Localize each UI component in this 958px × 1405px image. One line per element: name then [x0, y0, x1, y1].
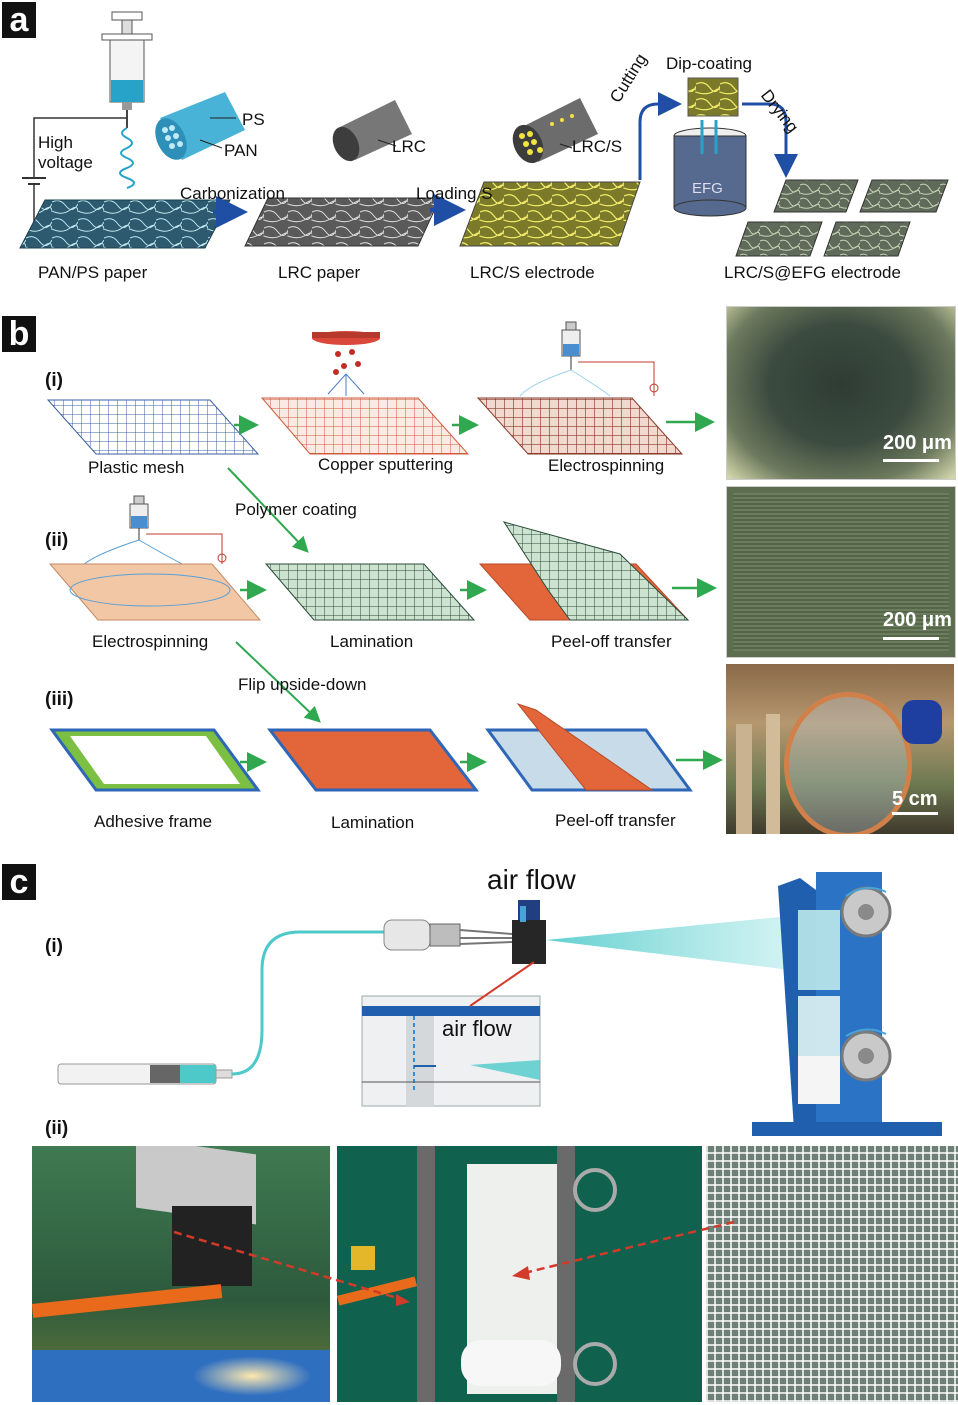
roller-collector [752, 872, 942, 1136]
lrc-label: LRC [392, 137, 427, 156]
panel-c-diagram [57, 872, 942, 1136]
syringe-icon [101, 11, 153, 128]
lrcs-bundle-icon [512, 98, 598, 164]
copper-mesh [260, 397, 470, 455]
polymer-coating-label: Polymer coating [235, 500, 357, 519]
panel-b-diagram [46, 321, 723, 792]
feed-syringe-icon [57, 1063, 233, 1085]
caption-electrospinning-i: Electrospinning [548, 456, 665, 475]
pan-label: PAN [224, 141, 258, 160]
electrospin-syringe-icon-1 [519, 321, 659, 397]
laminated-mesh [264, 563, 476, 621]
micrograph-i: 200 μm [726, 306, 956, 480]
nozzle-inset [361, 995, 541, 1107]
plastic-mesh [46, 399, 260, 455]
caption-pan-ps-paper: PAN/PS paper [38, 263, 148, 282]
carbonization-label: Carbonization [180, 184, 285, 203]
photo-link-arrows [173, 1220, 735, 1306]
air-nozzle-icon [512, 900, 546, 964]
nozzle-fitting [383, 919, 513, 951]
caption-peel-off-ii: Peel-off transfer [551, 632, 672, 651]
micrograph-ii: 200 μm [726, 486, 956, 658]
caption-lrcs-electrode: LRC/S electrode [470, 263, 595, 282]
lrc-paper [244, 197, 441, 247]
spray-cone [546, 916, 790, 970]
caption-plastic-mesh: Plastic mesh [88, 458, 185, 477]
row-iii-label: (iii) [45, 689, 74, 710]
feed-tube [231, 930, 384, 1076]
electrospun-mesh-1 [476, 397, 684, 455]
high-voltage-label: High voltage [38, 133, 93, 172]
caption-electrospinning-ii: Electrospinning [92, 632, 209, 651]
photo-nozzle-closeup [32, 1146, 330, 1402]
row-i-label: (i) [45, 370, 63, 391]
scale-bar-label-ii: 200 μm [883, 609, 952, 631]
caption-adhesive-frame: Adhesive frame [94, 812, 213, 831]
fiber-bundle-icon [155, 92, 245, 160]
ps-label: PS [242, 110, 265, 129]
efg-label: EFG [692, 180, 723, 197]
caption-lamination-iii: Lamination [331, 813, 415, 832]
copper-ring [784, 692, 912, 834]
adhesive-frame [49, 728, 261, 792]
air-flow-top-label: air flow [487, 864, 576, 895]
caption-peel-off-iii: Peel-off transfer [555, 811, 676, 830]
row-ii-label: (ii) [45, 530, 69, 551]
caption-lrc-paper: LRC paper [278, 263, 361, 282]
photo-roller-machine [337, 1146, 702, 1402]
scale-bar-label-i: 200 μm [883, 432, 952, 454]
dip-coating-label: Dip-coating [666, 54, 752, 73]
scale-bar-label-iii: 5 cm [892, 788, 938, 810]
panel-c-i-label: (i) [45, 936, 63, 957]
photo-mesh-closeup [706, 1146, 958, 1402]
caption-lrcs-efg-electrode: LRC/S@EFG electrode [724, 263, 901, 282]
lrcs-label: LRC/S [572, 137, 623, 156]
lrc-bundle-icon [332, 100, 412, 162]
loading-s-label: Loading S [416, 184, 493, 203]
photo-copper-ring: 5 cm [726, 664, 954, 834]
panel-a-diagram [19, 11, 949, 257]
electrospin-syringe-icon-2 [79, 495, 227, 569]
panel-c-ii-label: (ii) [45, 1118, 69, 1139]
lrcs-electrode [459, 181, 641, 247]
sputter-target-icon [312, 331, 380, 396]
glove-icon [902, 700, 942, 744]
flip-upside-down-label: Flip upside-down [238, 675, 367, 694]
pan-ps-paper [19, 199, 231, 249]
peeling-mesh-ii [502, 521, 690, 621]
panel-a-letter: a [2, 2, 36, 38]
caption-copper-sputtering: Copper sputtering [318, 455, 454, 474]
caption-lamination-ii: Lamination [330, 632, 414, 651]
cut-piece [687, 77, 739, 117]
air-flow-inset-label: air flow [442, 1016, 512, 1041]
beaker-icon [673, 120, 747, 217]
copper-sheet [48, 563, 262, 621]
efg-electrodes [735, 179, 949, 257]
panel-c-letter: c [2, 864, 36, 900]
jet-spiral [119, 127, 135, 189]
laminated-copper [266, 728, 480, 792]
panel-b-letter: b [2, 316, 36, 352]
peeling-film-iii [516, 702, 654, 791]
